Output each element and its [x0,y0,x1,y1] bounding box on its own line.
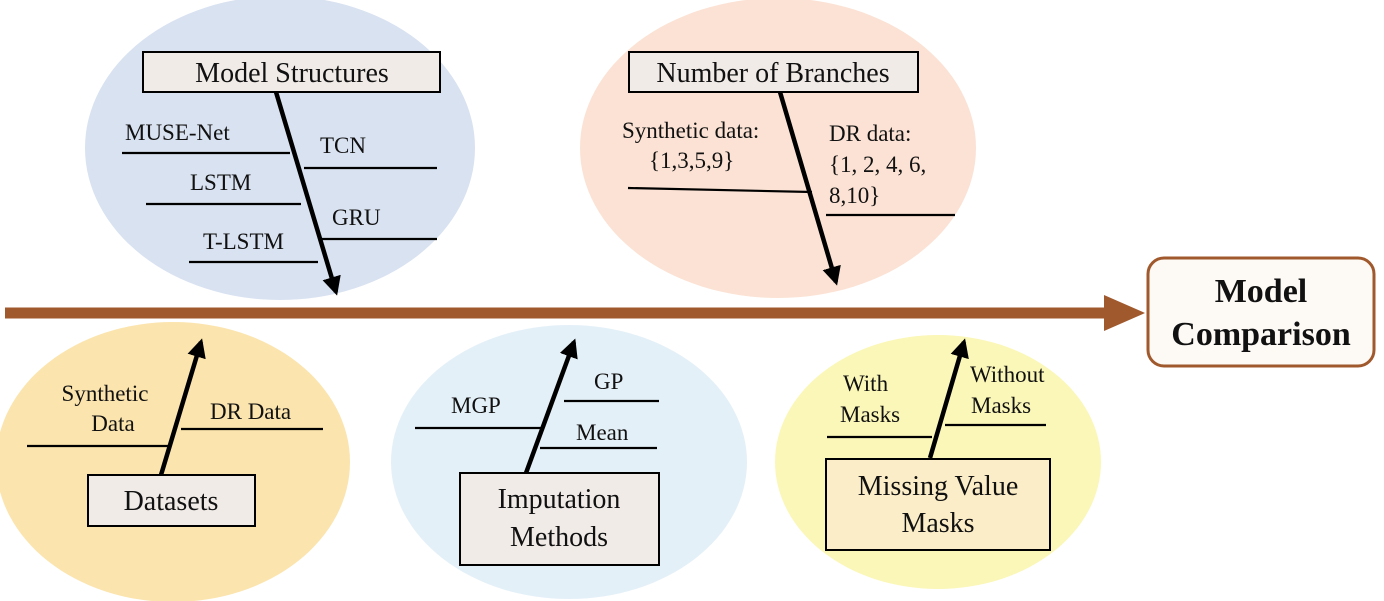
number-of-branches-ellipse [580,0,976,298]
lstm-label: LSTM [190,170,251,195]
tcn-label: TCN [320,133,366,158]
synthetic-dataset-label-line1: Synthetic [62,381,149,406]
datasets-bone-arrow [158,338,206,476]
synthetic-dataset-label-line2: Data [91,411,134,436]
imputation-methods-bone-arrow [523,338,578,474]
mgp-label: MGP [451,393,501,418]
model-structures-group: Model Structures MUSE-Net TCN LSTM GRU T… [122,51,441,296]
t-lstm-label: T-LSTM [203,229,284,254]
imputation-methods-group: MGP GP Mean Imputation Methods [415,338,660,566]
outcome-box: Model Comparison [1146,256,1376,368]
without-masks-label-line2: Masks [971,393,1031,418]
outcome-label-line2: Comparison [1171,316,1351,353]
mean-label: Mean [576,420,629,445]
gp-label: GP [594,369,623,394]
missing-value-masks-group: With Masks Without Masks Missing Value M… [825,338,1051,551]
dr-data-label: DR data: [829,121,911,146]
datasets-group: Synthetic Data DR Data Datasets [27,338,323,527]
model-structures-title: Model Structures [195,58,389,89]
datasets-ellipse [0,322,350,601]
number-of-branches-bone-arrow [777,91,841,286]
dr-data-values-line1: {1, 2, 4, 6, [829,152,926,177]
main-spine-arrow [5,295,1145,331]
missing-value-masks-bone-arrow [927,338,969,459]
imputation-methods-title-line1: Imputation [498,484,621,515]
datasets-title-box [87,474,256,527]
missing-value-masks-title-line1: Missing Value [858,471,1019,502]
number-of-branches-title: Number of Branches [656,58,889,89]
number-of-branches-group: Number of Branches Synthetic data: {1,3,… [622,51,955,286]
gru-label: GRU [332,205,381,230]
synthetic-data-branch-line [627,186,813,194]
dr-dataset-label: DR Data [210,399,291,424]
number-of-branches-title-box [628,51,919,93]
outcome-label-line1: Model [1215,273,1308,310]
with-masks-label-line1: With [843,371,889,396]
model-structures-ellipse [85,0,475,300]
model-structures-title-box [142,51,441,93]
imputation-methods-title-line2: Methods [510,522,608,553]
muse-net-label: MUSE-Net [125,120,230,145]
imputation-methods-title-box [459,472,660,566]
missing-value-masks-title-line2: Masks [901,508,974,539]
dr-data-values-line2: 8,10} [829,183,880,208]
model-structures-bone-arrow [273,91,341,296]
without-masks-label-line1: Without [970,362,1045,387]
missing-value-masks-title-box [825,458,1051,551]
datasets-title: Datasets [124,486,219,517]
synthetic-data-label: Synthetic data: [622,118,759,143]
with-masks-label-line2: Masks [840,402,900,427]
synthetic-data-values: {1,3,5,9} [649,148,734,173]
